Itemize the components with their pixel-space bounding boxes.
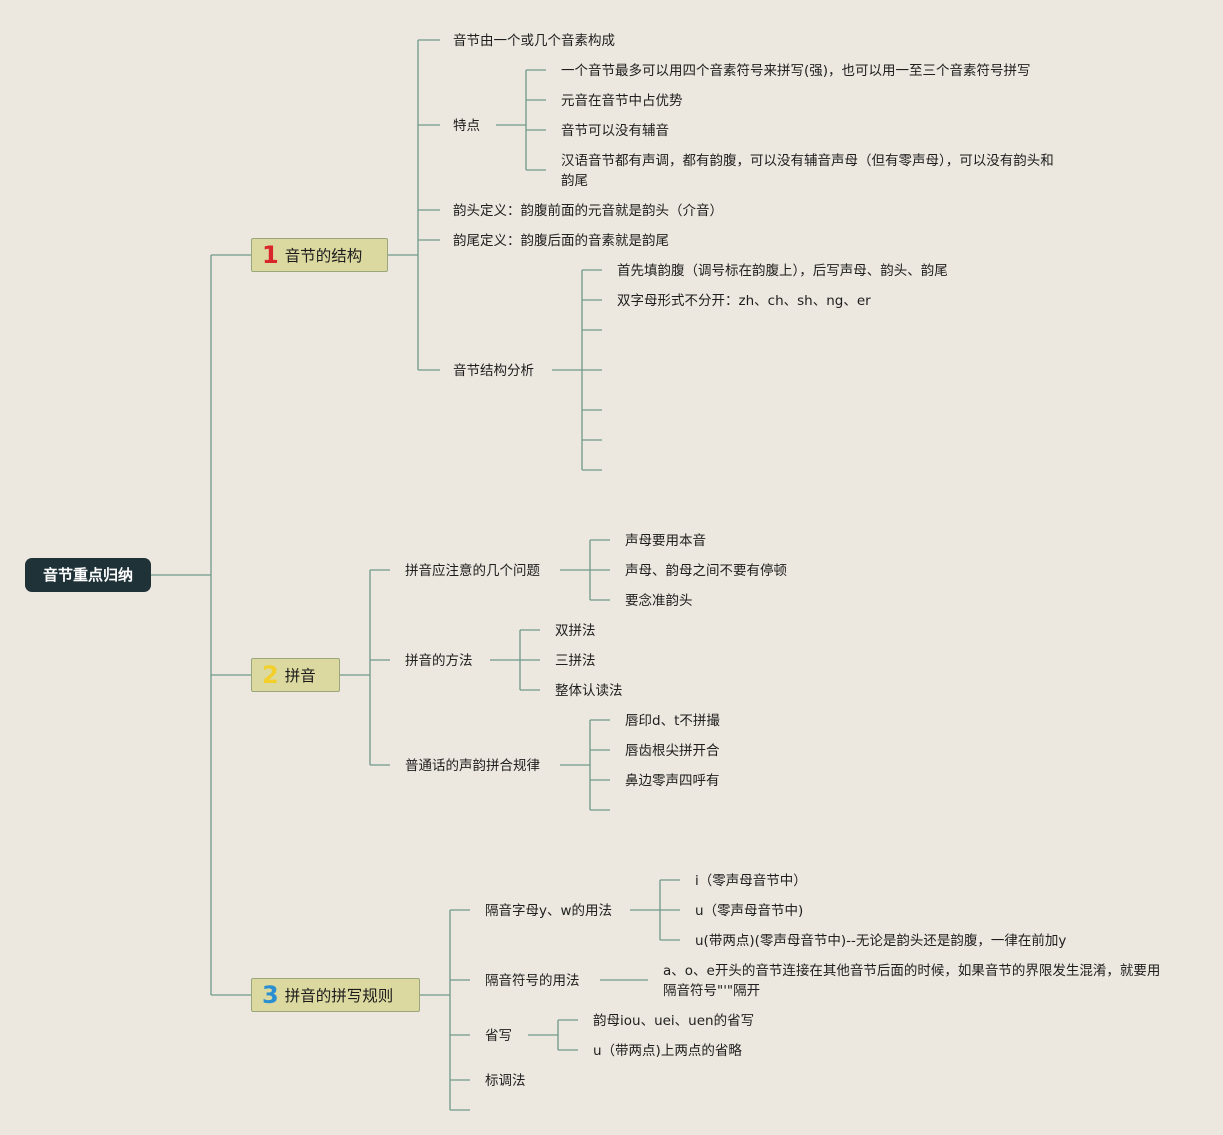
node-pinyin-issues[interactable]: 拼音应注意的几个问题	[405, 563, 540, 579]
node-method-2[interactable]: 三拼法	[555, 653, 596, 669]
node-separator-1[interactable]: a、o、e开头的音节连接在其他音节后面的时候，如果音节的界限发生混淆，就要用隔音…	[663, 963, 1161, 999]
node-analysis-1[interactable]: 首先填韵腹（调号标在韵腹上），后写声母、韵头、韵尾	[617, 263, 948, 279]
node-syllable-composition[interactable]: 音节由一个或几个音素构成	[453, 33, 615, 49]
main-node-1-label: 音节的结构	[284, 247, 363, 265]
main-node-3-label: 拼音的拼写规则	[284, 987, 394, 1005]
main-node-3[interactable]: 3 拼音的拼写规则	[251, 978, 420, 1012]
root-node[interactable]: 音节重点归纳	[25, 558, 151, 592]
node-issue-1[interactable]: 声母要用本音	[625, 533, 706, 549]
node-method-3[interactable]: 整体认读法	[555, 683, 623, 699]
main-node-2-label: 拼音	[284, 667, 316, 685]
node-combination-rules[interactable]: 普通话的声韵拼合规律	[405, 758, 540, 774]
node-head-definition[interactable]: 韵头定义：韵腹前面的元音就是韵头（介音）	[453, 203, 723, 219]
main-node-1[interactable]: 1 音节的结构	[251, 238, 388, 272]
node-issue-3[interactable]: 要念准韵头	[625, 593, 693, 609]
number-three-icon: 3	[262, 981, 279, 1009]
node-feature-4[interactable]: 汉语音节都有声调，都有韵腹，可以没有辅音声母（但有零声母），可以没有韵头和韵尾	[561, 153, 1054, 189]
node-abbr-2[interactable]: u（带两点)上两点的省略	[593, 1043, 742, 1059]
node-features[interactable]: 特点	[453, 118, 480, 134]
number-one-icon: 1	[262, 241, 279, 269]
node-feature-3[interactable]: 音节可以没有辅音	[561, 123, 669, 139]
node-tail-definition[interactable]: 韵尾定义：韵腹后面的音素就是韵尾	[453, 233, 669, 249]
node-feature-2[interactable]: 元音在音节中占优势	[561, 93, 683, 109]
node-issue-2[interactable]: 声母、韵母之间不要有停顿	[625, 563, 787, 579]
node-yw-1[interactable]: i（零声母音节中）	[695, 873, 807, 889]
main-node-2[interactable]: 2 拼音	[251, 658, 340, 692]
node-yw-usage[interactable]: 隔音字母y、w的用法	[485, 903, 613, 919]
node-abbreviation[interactable]: 省写	[485, 1028, 512, 1044]
node-pinyin-methods[interactable]: 拼音的方法	[405, 653, 473, 669]
node-rule-2[interactable]: 唇齿根尖拼开合	[625, 743, 720, 759]
node-yw-3[interactable]: u(带两点)(零声母音节中)--无论是韵头还是韵腹，一律在前加y	[695, 933, 1067, 949]
node-rule-1[interactable]: 唇印d、t不拼撮	[625, 713, 720, 729]
node-method-1[interactable]: 双拼法	[555, 623, 596, 639]
node-feature-1[interactable]: 一个音节最多可以用四个音素符号来拼写(强)，也可以用一至三个音素符号拼写	[561, 63, 1031, 79]
node-abbr-1[interactable]: 韵母iou、uei、uen的省写	[593, 1013, 755, 1029]
node-analysis-2[interactable]: 双字母形式不分开：zh、ch、sh、ng、er	[617, 293, 871, 309]
node-rule-3[interactable]: 鼻边零声四呼有	[625, 773, 720, 789]
node-yw-2[interactable]: u（零声母音节中)	[695, 903, 804, 919]
node-separator-usage[interactable]: 隔音符号的用法	[485, 973, 580, 989]
number-two-icon: 2	[262, 661, 279, 689]
node-structure-analysis[interactable]: 音节结构分析	[453, 363, 534, 379]
node-tone-marking[interactable]: 标调法	[485, 1073, 526, 1089]
